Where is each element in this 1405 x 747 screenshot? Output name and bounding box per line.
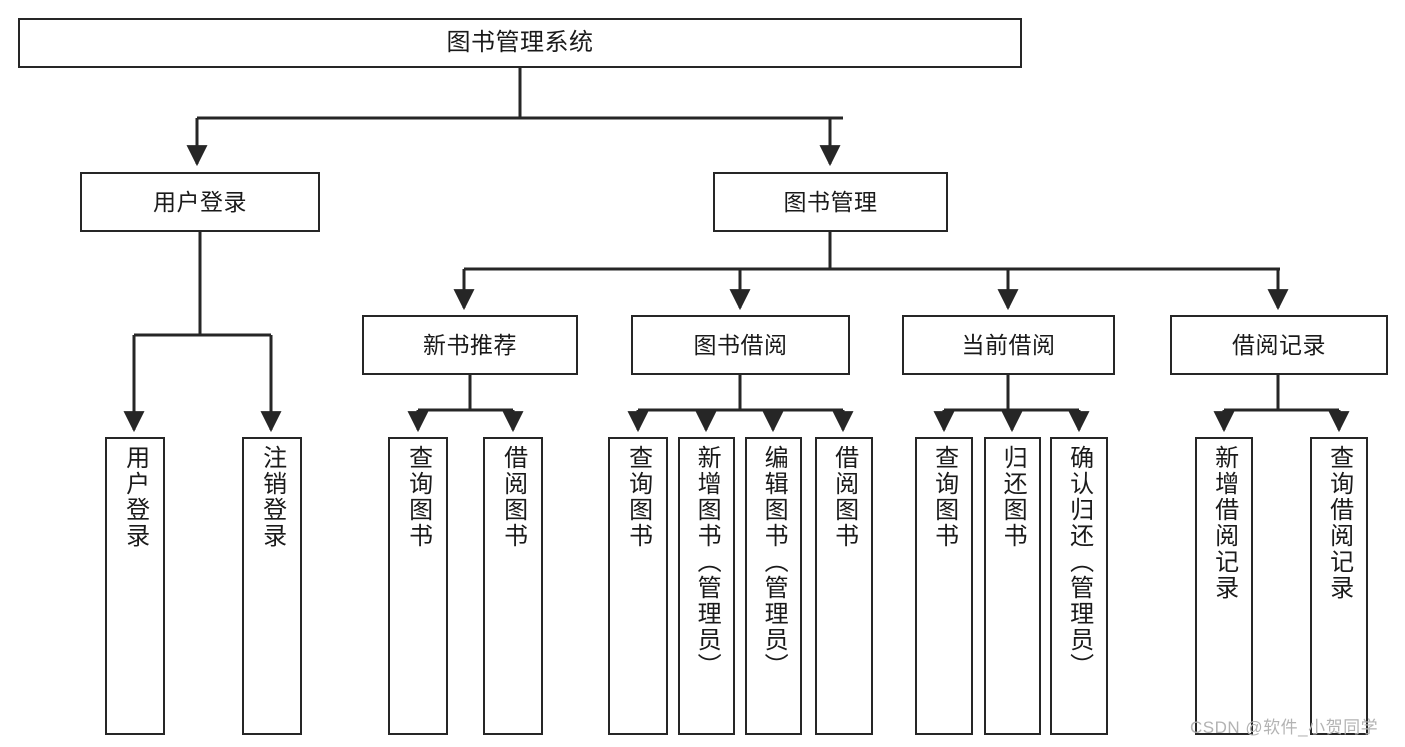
node-new-book-recommend-label: 新书推荐 xyxy=(423,331,517,358)
node-borrow-record-label: 借阅记录 xyxy=(1232,331,1326,358)
node-root-label: 图书管理系统 xyxy=(446,29,594,57)
node-book-borrow-label: 图书借阅 xyxy=(693,331,788,358)
node-leaf-edit-book-label: 编辑图书（管理员） xyxy=(760,445,788,679)
node-leaf-edit-book[interactable]: 编辑图书（管理员） xyxy=(745,437,802,735)
node-leaf-add-record[interactable]: 新增借阅记录 xyxy=(1195,437,1253,735)
node-leaf-query-record[interactable]: 查询借阅记录 xyxy=(1310,437,1368,735)
node-leaf-add-book[interactable]: 新增图书（管理员） xyxy=(678,437,735,735)
node-leaf-borrow-book-2-label: 借阅图书 xyxy=(830,445,858,549)
node-leaf-add-record-label: 新增借阅记录 xyxy=(1210,445,1238,601)
node-leaf-user-logout-label: 注销登录 xyxy=(258,445,286,549)
node-leaf-query-book-2-label: 查询图书 xyxy=(624,445,652,549)
node-borrow-record[interactable]: 借阅记录 xyxy=(1170,315,1388,375)
node-leaf-borrow-book-2[interactable]: 借阅图书 xyxy=(815,437,873,735)
node-leaf-query-record-label: 查询借阅记录 xyxy=(1325,445,1353,601)
node-leaf-user-login-label: 用户登录 xyxy=(121,445,149,549)
node-leaf-query-book-1-label: 查询图书 xyxy=(404,445,432,549)
node-leaf-query-book-2[interactable]: 查询图书 xyxy=(608,437,668,735)
node-book-manage[interactable]: 图书管理 xyxy=(713,172,948,232)
node-user-login[interactable]: 用户登录 xyxy=(80,172,320,232)
node-book-borrow[interactable]: 图书借阅 xyxy=(631,315,850,375)
node-leaf-query-book-3[interactable]: 查询图书 xyxy=(915,437,973,735)
node-leaf-borrow-book-1-label: 借阅图书 xyxy=(499,445,527,549)
node-leaf-query-book-3-label: 查询图书 xyxy=(930,445,958,549)
node-current-borrow[interactable]: 当前借阅 xyxy=(902,315,1115,375)
csdn-watermark: CSDN @软件_小贺同学 xyxy=(1190,718,1379,737)
node-current-borrow-label: 当前借阅 xyxy=(961,331,1056,358)
node-user-login-label: 用户登录 xyxy=(153,188,247,215)
node-leaf-add-book-label: 新增图书（管理员） xyxy=(693,445,721,679)
node-new-book-recommend[interactable]: 新书推荐 xyxy=(362,315,578,375)
node-leaf-return-book[interactable]: 归还图书 xyxy=(984,437,1041,735)
node-book-manage-label: 图书管理 xyxy=(783,188,878,215)
node-leaf-confirm-return-label: 确认归还（管理员） xyxy=(1065,445,1093,679)
node-leaf-user-login[interactable]: 用户登录 xyxy=(105,437,165,735)
node-leaf-return-book-label: 归还图书 xyxy=(999,445,1027,549)
node-root[interactable]: 图书管理系统 xyxy=(18,18,1022,68)
node-leaf-user-logout[interactable]: 注销登录 xyxy=(242,437,302,735)
node-leaf-borrow-book-1[interactable]: 借阅图书 xyxy=(483,437,543,735)
node-leaf-query-book-1[interactable]: 查询图书 xyxy=(388,437,448,735)
node-leaf-confirm-return[interactable]: 确认归还（管理员） xyxy=(1050,437,1108,735)
